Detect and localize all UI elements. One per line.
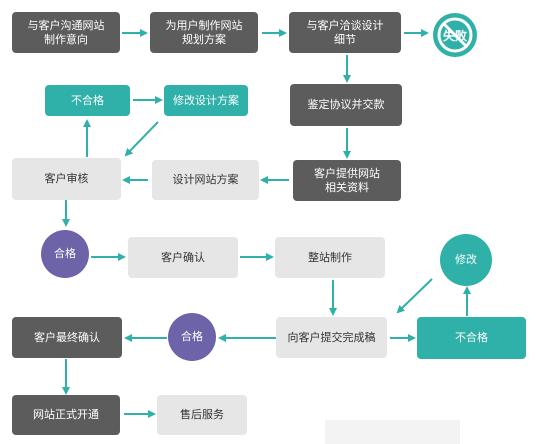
node-sign: 鉴定协议并交款 bbox=[290, 84, 402, 126]
node-communicate: 与客户沟通网站 制作意向 bbox=[12, 12, 120, 53]
node-launch: 网站正式开通 bbox=[12, 395, 120, 435]
node-design: 设计网站方案 bbox=[152, 160, 259, 200]
node-final-confirm: 客户最终确认 bbox=[12, 317, 122, 358]
node-review: 客户审核 bbox=[12, 158, 121, 200]
arrow-revise-review bbox=[124, 121, 159, 157]
node-submit: 向客户提交完成稿 bbox=[276, 317, 387, 358]
node-plan: 为用户制作网站 规划方案 bbox=[150, 12, 258, 53]
node-service: 售后服务 bbox=[157, 395, 247, 435]
node-qualified-1: 合格 bbox=[41, 230, 89, 278]
arrow-revise2-submit bbox=[396, 278, 433, 314]
node-provide: 客户提供网站 相关资料 bbox=[293, 160, 401, 201]
fail-icon: 失败 bbox=[431, 11, 479, 59]
node-qualified-2: 合格 bbox=[168, 313, 216, 361]
fail-label: 失败 bbox=[442, 28, 467, 43]
node-negotiate: 与客户洽谈设计 细节 bbox=[289, 12, 401, 53]
node-revise: 修改 bbox=[440, 234, 492, 286]
node-unqualified-top: 不合格 bbox=[45, 85, 130, 116]
node-build: 整站制作 bbox=[275, 237, 385, 278]
node-unqualified-bottom: 不合格 bbox=[417, 317, 526, 359]
node-revise-plan: 修改设计方案 bbox=[164, 85, 248, 116]
node-confirm: 客户确认 bbox=[128, 237, 238, 278]
footer-strip bbox=[325, 420, 460, 444]
fail-circle bbox=[433, 13, 477, 57]
